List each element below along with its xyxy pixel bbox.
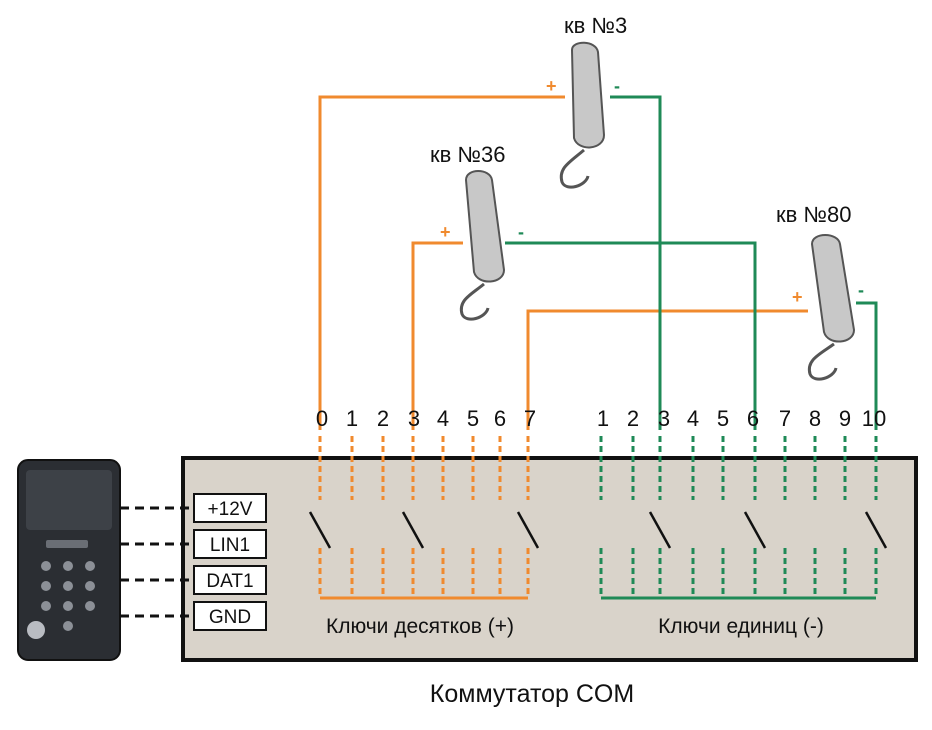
commutator-box <box>181 456 918 662</box>
door-call-panel-icon <box>17 459 121 661</box>
tens-key-label: 1 <box>346 406 358 431</box>
plus-sign: + <box>792 287 803 307</box>
apartment-label: кв №3 <box>564 13 627 38</box>
tens-key-label: 4 <box>437 406 449 431</box>
terminal-dat1-box <box>193 565 267 595</box>
apartment-36-handset: кв №36 + - <box>430 142 524 321</box>
wire-apt80-plus <box>526 309 808 430</box>
tens-key-label: 6 <box>494 406 506 431</box>
units-keys-caption: Ключи единиц (-) <box>658 615 824 638</box>
tens-key-switch-7 <box>516 511 540 549</box>
units-key-switch-9 <box>864 511 888 549</box>
tens-key-label: 7 <box>524 406 536 431</box>
units-keys-group <box>599 436 888 598</box>
units-key-labels: 1 2 3 4 5 6 7 8 9 10 <box>597 406 886 431</box>
units-key-switch-5 <box>743 511 767 549</box>
intercom-handset-icon <box>807 234 856 381</box>
tens-key-switch-0 <box>308 511 332 549</box>
tens-keys-caption: Ключи десятков (+) <box>326 615 514 638</box>
tens-key-switch-3 <box>401 511 425 549</box>
terminal-label-12v: +12V <box>208 499 253 520</box>
terminal-label-lin1: LIN1 <box>210 535 250 556</box>
terminal-label-dat1: DAT1 <box>206 571 253 592</box>
units-key-label: 2 <box>627 406 639 431</box>
wire-apt80-minus <box>856 301 878 430</box>
commutator-caption: Коммутатор COM <box>430 680 634 708</box>
apartment-80-handset: кв №80 + - <box>776 202 864 381</box>
terminal-gnd-box <box>193 601 267 631</box>
tens-key-labels: 0 1 2 3 4 5 6 7 <box>316 406 536 431</box>
terminal-12v-box <box>193 493 267 523</box>
units-key-label: 6 <box>747 406 759 431</box>
units-key-label: 9 <box>839 406 851 431</box>
units-key-label: 10 <box>862 406 886 431</box>
panel-connections <box>120 506 194 618</box>
plus-sign: + <box>440 222 451 242</box>
terminal-block: +12V LIN1 DAT1 GND <box>193 493 267 631</box>
plus-sign: + <box>546 76 557 96</box>
wire-apt36-minus <box>505 241 757 430</box>
minus-sign: - <box>858 280 864 300</box>
tens-key-label: 2 <box>377 406 389 431</box>
terminal-label-gnd: GND <box>209 607 251 628</box>
intercom-handset-icon <box>559 41 606 189</box>
terminal-lin1-box <box>193 529 267 559</box>
tens-key-label: 0 <box>316 406 328 431</box>
units-key-label: 3 <box>658 406 670 431</box>
minus-sign: - <box>518 222 524 242</box>
tens-keys-group <box>308 436 540 598</box>
units-key-label: 7 <box>779 406 791 431</box>
tens-key-label: 3 <box>408 406 420 431</box>
wire-apt3-plus <box>318 95 565 430</box>
units-key-label: 5 <box>717 406 729 431</box>
tens-key-label: 5 <box>467 406 479 431</box>
units-key-label: 4 <box>687 406 699 431</box>
intercom-handset-icon <box>459 170 506 321</box>
units-key-label: 8 <box>809 406 821 431</box>
wire-apt3-minus <box>610 95 662 430</box>
wire-apt36-plus <box>411 241 463 430</box>
apartment-label: кв №80 <box>776 202 852 227</box>
apartment-label: кв №36 <box>430 142 506 167</box>
apartment-3-handset: кв №3 + - <box>546 13 627 189</box>
units-key-label: 1 <box>597 406 609 431</box>
minus-wires <box>505 95 878 430</box>
units-key-switch-2 <box>648 511 672 549</box>
minus-sign: - <box>614 76 620 96</box>
plus-wires <box>318 95 808 430</box>
